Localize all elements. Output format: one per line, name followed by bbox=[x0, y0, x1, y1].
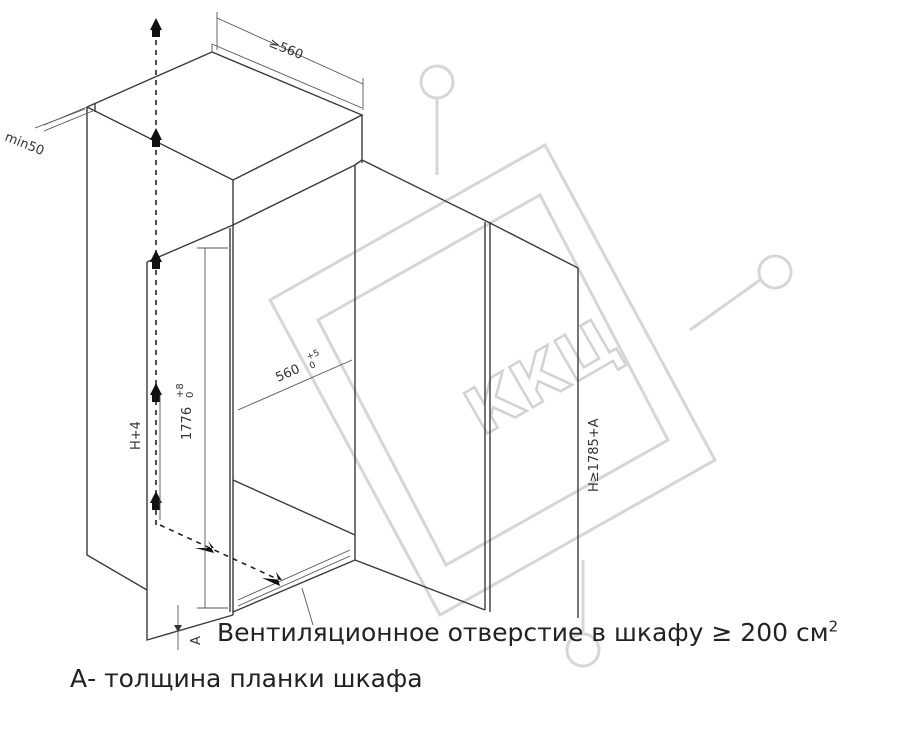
dim-niche-height-label: 1776 bbox=[180, 407, 195, 440]
watermark-text: ККЦ bbox=[453, 304, 632, 450]
airflow-arrow-in-1 bbox=[195, 541, 214, 553]
right-side-panel bbox=[354, 159, 579, 618]
dim-h-plus: H+4 bbox=[129, 395, 161, 520]
dim-niche-height: 1776 +8 0 bbox=[175, 247, 228, 609]
dim-niche-width-tol-upper: +5 bbox=[305, 348, 321, 363]
dim-min-gap-label: min50 bbox=[3, 130, 47, 159]
dim-a: A bbox=[174, 605, 204, 650]
vent-caption-text: Вентиляционное отверстие в шкафу ≥ 200 с… bbox=[217, 618, 829, 647]
dim-niche-width-tol-lower: 0 bbox=[308, 360, 318, 372]
niche bbox=[146, 163, 356, 641]
top-cabinet bbox=[86, 43, 364, 225]
airflow-arrow-2 bbox=[150, 128, 162, 140]
watermark: ККЦ bbox=[267, 64, 793, 668]
airflow-arrow-3 bbox=[150, 250, 162, 262]
dim-niche-height-tol-upper: +8 bbox=[175, 383, 186, 398]
dim-h-plus-label: H+4 bbox=[129, 421, 144, 450]
airflow-arrow-1 bbox=[150, 18, 162, 30]
vent-leader-line bbox=[301, 587, 314, 626]
airflow-arrow-4 bbox=[150, 383, 162, 395]
dim-niche-width-label: 560 bbox=[274, 362, 303, 386]
dim-cabinet-depth: ≥560 bbox=[216, 12, 364, 110]
airflow-arrow-in-2 bbox=[262, 572, 282, 586]
airflow-arrow-5 bbox=[150, 491, 162, 503]
airflow-column bbox=[150, 18, 282, 586]
dim-min-gap: min50 bbox=[3, 108, 86, 159]
dim-niche-width: 560 +5 0 bbox=[237, 348, 353, 411]
vent-caption: Вентиляционное отверстие в шкафу ≥ 200 с… bbox=[217, 618, 838, 647]
dim-h-total-label: H≥1785+A bbox=[587, 418, 602, 492]
dim-a-label: A bbox=[189, 636, 204, 645]
a-caption: А- толщина планки шкафа bbox=[70, 664, 423, 693]
left-side-panel bbox=[43, 103, 148, 591]
dim-depth-label: ≥560 bbox=[267, 36, 306, 63]
dim-niche-height-tol-lower: 0 bbox=[185, 392, 196, 398]
vent-caption-sup: 2 bbox=[828, 617, 839, 636]
dim-h-total: H≥1785+A bbox=[587, 418, 602, 492]
